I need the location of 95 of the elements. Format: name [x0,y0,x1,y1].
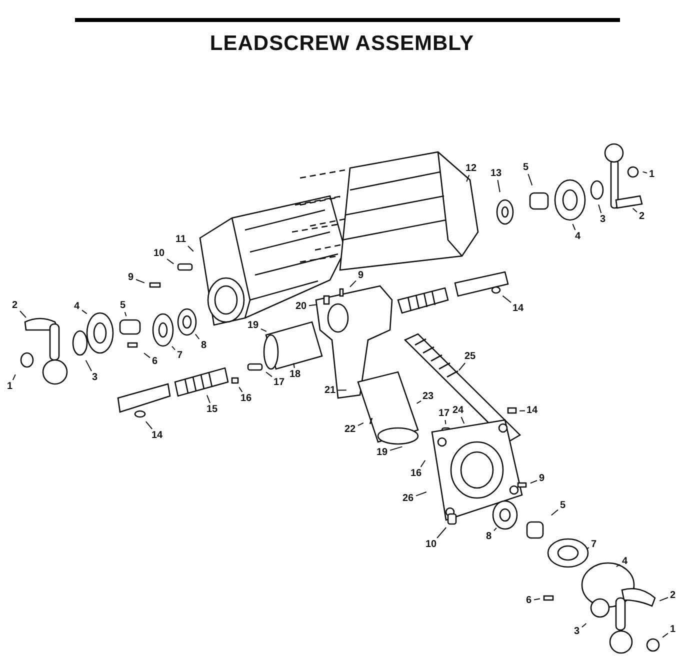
leader-line [502,295,512,303]
callout-number: 3 [599,214,607,224]
leader-line [642,171,648,174]
callout-number: 3 [91,372,99,382]
leader-line [390,446,403,451]
callout-number: 7 [590,538,598,550]
leader-line [436,527,447,538]
callout-number: 2 [669,590,677,600]
callout-number: 10 [424,538,438,550]
callout-number: 22 [344,424,357,434]
leader-line [238,386,243,392]
callout-number: 8 [200,340,208,350]
leader-line [194,334,200,340]
callout-number: 16 [240,392,253,404]
callout-number: 24 [452,404,465,416]
callout-number: 19 [376,446,389,458]
callout-number: 4 [574,230,582,242]
leader-line [358,422,364,426]
leader-line [416,400,422,404]
callout-number: 17 [272,376,286,388]
callout-number: 8 [485,530,493,542]
callout-number: 15 [206,404,219,414]
callout-number: 19 [246,320,260,330]
leader-line [82,310,88,314]
leader-line [420,460,426,468]
callout-number: 16 [410,468,423,478]
callout-number: 6 [525,594,533,606]
callout-number: 23 [422,390,435,402]
leader-line [582,623,587,628]
leader-line [550,509,558,516]
callout-number: 14 [526,404,539,416]
leader-line [494,527,497,532]
leader-line [530,480,538,484]
leader-line [598,204,602,214]
callout-number: 5 [119,300,127,310]
callout-number: 6 [151,356,159,366]
callout-number: 5 [559,500,567,510]
leader-line [188,246,194,252]
title: LEADSCREW ASSEMBLY [210,32,474,56]
callout-number: 10 [152,248,166,258]
leader-line [444,420,446,425]
leader-line [12,374,16,380]
callout-number: 1 [669,624,677,634]
callout-number: 1 [6,380,14,392]
callout-number: 3 [573,626,581,636]
callout-number: 17 [438,408,451,418]
callout-number: 25 [464,350,477,362]
leader-line [206,394,210,404]
callout-number: 9 [127,272,135,282]
callout-number: 2 [11,300,19,310]
leader-line [662,632,668,638]
leader-line [350,280,356,288]
leader-line [266,372,272,378]
leader-line [458,362,466,371]
leader-line [497,180,500,193]
leader-line [308,304,318,306]
leader-line [616,564,620,568]
callout-number: 14 [512,302,525,314]
callout-number: 1 [648,168,656,180]
leader-line [534,598,540,600]
callout-number: 9 [357,270,365,280]
leader-line [144,352,150,358]
leader-line [632,208,638,213]
leader-line [124,312,127,317]
callout-number: 12 [464,162,478,174]
leader-line [260,328,267,332]
leader-line [172,346,176,350]
callout-number: 7 [176,350,184,360]
leader-line [460,416,465,424]
leader-line [466,174,470,182]
leader-line [338,390,347,391]
callout-number: 21 [324,384,337,396]
leader-line [416,492,427,496]
callout-number: 14 [150,430,164,440]
leader-line [136,279,145,284]
callout-number: 5 [522,162,530,172]
callout-number: 13 [490,168,503,178]
callout-number: 4 [73,300,81,312]
leader-line [519,410,526,412]
callout-number: 9 [538,472,546,484]
leader-line [20,310,26,318]
callout-number: 26 [402,492,415,504]
callout-number: 2 [638,210,646,222]
leader-line [572,224,576,230]
callout-number: 18 [288,368,302,380]
leader-line [85,360,92,372]
leader-line [659,597,668,602]
callout-number: 20 [294,300,308,312]
callout-number: 4 [621,556,629,566]
leader-line [145,421,153,430]
leader-line [166,258,174,264]
leader-line [293,362,295,368]
leader-line [586,547,590,550]
callout-number: 11 [174,234,188,244]
leader-line [528,174,533,186]
